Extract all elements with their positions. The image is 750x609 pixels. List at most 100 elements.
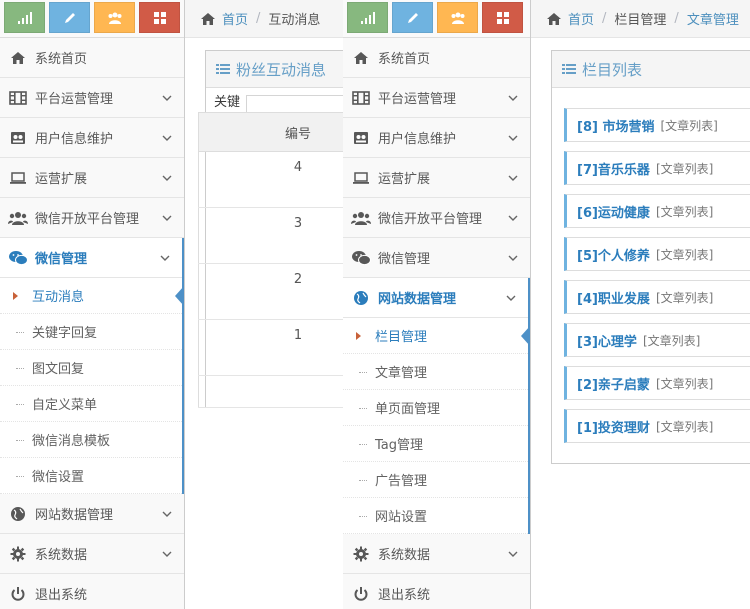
chevron-down-icon — [162, 173, 172, 183]
sidebar-item-ops-extension[interactable]: 运营扩展 — [343, 158, 530, 198]
sidebar-item-wechat-open-platform[interactable]: 微信开放平台管理 — [343, 198, 530, 238]
dashboard-shortcut-button[interactable] — [139, 2, 180, 33]
sidebar-item-user-info[interactable]: 用户信息维护 — [343, 118, 530, 158]
article-list-link[interactable]: [文章列表] — [655, 290, 714, 305]
widget-header: 栏目列表 — [552, 51, 750, 88]
article-list-link[interactable]: [文章列表] — [655, 419, 714, 434]
breadcrumb: 首页 / 栏目管理 / 文章管理 — [531, 0, 750, 38]
sidebar-item-ops-extension[interactable]: 运营扩展 — [0, 158, 184, 198]
submenu-item-tag-management[interactable]: Tag管理 — [343, 426, 528, 462]
laptop-icon — [8, 169, 28, 187]
article-list-link[interactable]: [文章列表] — [655, 247, 714, 262]
breadcrumb: 首页 / 互动消息 — [185, 0, 343, 38]
category-name[interactable]: [3]心理学 — [577, 334, 637, 350]
stats-shortcut-button[interactable] — [4, 2, 45, 33]
dashboard-shortcut-button[interactable] — [482, 2, 523, 33]
submenu-label: 关键字回复 — [32, 326, 98, 341]
article-list-link[interactable]: [文章列表] — [655, 376, 714, 391]
chevron-down-icon — [508, 549, 518, 559]
sidebar-item-system-data[interactable]: 系统数据 — [0, 534, 184, 574]
grid-icon — [153, 11, 167, 25]
sidebar-item-home[interactable]: 系统首页 — [343, 38, 530, 78]
sidebar-item-wechat-management[interactable]: 微信管理 — [0, 238, 182, 278]
submenu-item-keyword-reply[interactable]: 关键字回复 — [0, 314, 182, 350]
chevron-down-icon — [162, 549, 172, 559]
sidebar-item-platform-ops[interactable]: 平台运营管理 — [343, 78, 530, 118]
shortcut-bar — [343, 0, 530, 38]
category-name[interactable]: [4]职业发展 — [577, 291, 650, 307]
edit-shortcut-button[interactable] — [392, 2, 433, 33]
sidebar-item-wechat-open-platform[interactable]: 微信开放平台管理 — [0, 198, 184, 238]
group-icon — [107, 11, 123, 25]
sidebar-item-home[interactable]: 系统首页 — [0, 38, 184, 78]
category-item[interactable]: [6]运动健康 [文章列表] — [564, 194, 750, 228]
table-row: 3 — [198, 207, 343, 264]
category-item[interactable]: [5]个人修养 [文章列表] — [564, 237, 750, 271]
signal-icon — [17, 12, 33, 24]
category-name[interactable]: [1]投资理财 — [577, 420, 650, 436]
submenu-item-category-management[interactable]: 栏目管理 — [343, 318, 530, 354]
sidebar-item-label: 平台运营管理 — [378, 92, 457, 107]
sidebar-item-logout[interactable]: 退出系统 — [0, 574, 184, 609]
category-name[interactable]: [6]运动健康 — [577, 205, 650, 221]
sidebar-item-label: 微信管理 — [378, 252, 431, 267]
submenu-item-interactive-messages[interactable]: 互动消息 — [0, 278, 184, 314]
sidebar-item-wechat-management[interactable]: 微信管理 — [343, 238, 530, 278]
category-item[interactable]: [2]亲子启蒙 [文章列表] — [564, 366, 750, 400]
breadcrumb-separator: / — [674, 11, 679, 26]
submenu-label: 网站设置 — [375, 510, 428, 525]
sidebar-item-logout[interactable]: 退出系统 — [343, 574, 530, 609]
chevron-down-icon — [160, 253, 170, 263]
sidebar-item-site-data[interactable]: 网站数据管理 — [0, 494, 184, 534]
article-list-link[interactable]: [文章列表] — [655, 161, 714, 176]
stats-shortcut-button[interactable] — [347, 2, 388, 33]
users-shortcut-button[interactable] — [437, 2, 478, 33]
sidebar-item-platform-ops[interactable]: 平台运营管理 — [0, 78, 184, 118]
pencil-icon — [406, 11, 420, 25]
sidebar-item-user-info[interactable]: 用户信息维护 — [0, 118, 184, 158]
category-item[interactable]: [7]音乐乐器 [文章列表] — [564, 151, 750, 185]
submenu-item-wechat-settings[interactable]: 微信设置 — [0, 458, 182, 494]
category-item[interactable]: [1]投资理财 [文章列表] — [564, 409, 750, 443]
submenu-item-article-management[interactable]: 文章管理 — [343, 354, 528, 390]
chevron-down-icon — [506, 293, 516, 303]
breadcrumb-home-link[interactable]: 首页 — [222, 13, 249, 28]
submenu-item-news-reply[interactable]: 图文回复 — [0, 350, 182, 386]
sidebar-item-label: 用户信息维护 — [35, 132, 114, 147]
table-row: 4 — [198, 151, 343, 208]
category-name[interactable]: [2]亲子启蒙 — [577, 377, 650, 393]
article-list-link[interactable]: [文章列表] — [660, 118, 718, 133]
chevron-down-icon — [162, 133, 172, 143]
edit-shortcut-button[interactable] — [49, 2, 90, 33]
film-icon — [8, 89, 28, 107]
breadcrumb-home-link[interactable]: 首页 — [568, 13, 595, 28]
article-list-link[interactable]: [文章列表] — [642, 333, 701, 348]
sidebar-item-system-data[interactable]: 系统数据 — [343, 534, 530, 574]
submenu-item-message-template[interactable]: 微信消息模板 — [0, 422, 182, 458]
sidebar-item-label: 运营扩展 — [378, 172, 431, 187]
submenu-item-site-settings[interactable]: 网站设置 — [343, 498, 528, 534]
submenu-item-ad-management[interactable]: 广告管理 — [343, 462, 528, 498]
submenu-label: 图文回复 — [32, 362, 85, 377]
main-content: 首页 / 互动消息 粉丝互动消息 关键字: 编号 4 3 2 1 — [185, 0, 343, 609]
category-item[interactable]: [8] 市场营销 [文章列表] — [564, 108, 750, 142]
chevron-down-icon — [162, 509, 172, 519]
breadcrumb-current[interactable]: 文章管理 — [686, 13, 739, 28]
sidebar: 系统首页 平台运营管理 用户信息维护 运营扩展 微信开放平台管理 微信管理 — [0, 0, 185, 609]
sidebar-item-label: 系统首页 — [35, 52, 88, 67]
submenu-label: 文章管理 — [375, 366, 428, 381]
category-item[interactable]: [3]心理学 [文章列表] — [564, 323, 750, 357]
category-name[interactable]: [7]音乐乐器 — [577, 162, 650, 178]
sidebar-item-site-data[interactable]: 网站数据管理 — [343, 278, 528, 318]
users-shortcut-button[interactable] — [94, 2, 135, 33]
category-name[interactable]: [8] 市场营销 — [577, 119, 655, 135]
article-list-link[interactable]: [文章列表] — [655, 204, 714, 219]
category-name[interactable]: [5]个人修养 — [577, 248, 650, 264]
category-item[interactable]: [4]职业发展 [文章列表] — [564, 280, 750, 314]
submenu-item-single-page[interactable]: 单页面管理 — [343, 390, 528, 426]
wechat-icon — [351, 249, 371, 267]
table-row: 2 — [198, 263, 343, 320]
grid-icon — [496, 11, 510, 25]
submenu-item-custom-menu[interactable]: 自定义菜单 — [0, 386, 182, 422]
shortcut-bar — [0, 0, 184, 38]
